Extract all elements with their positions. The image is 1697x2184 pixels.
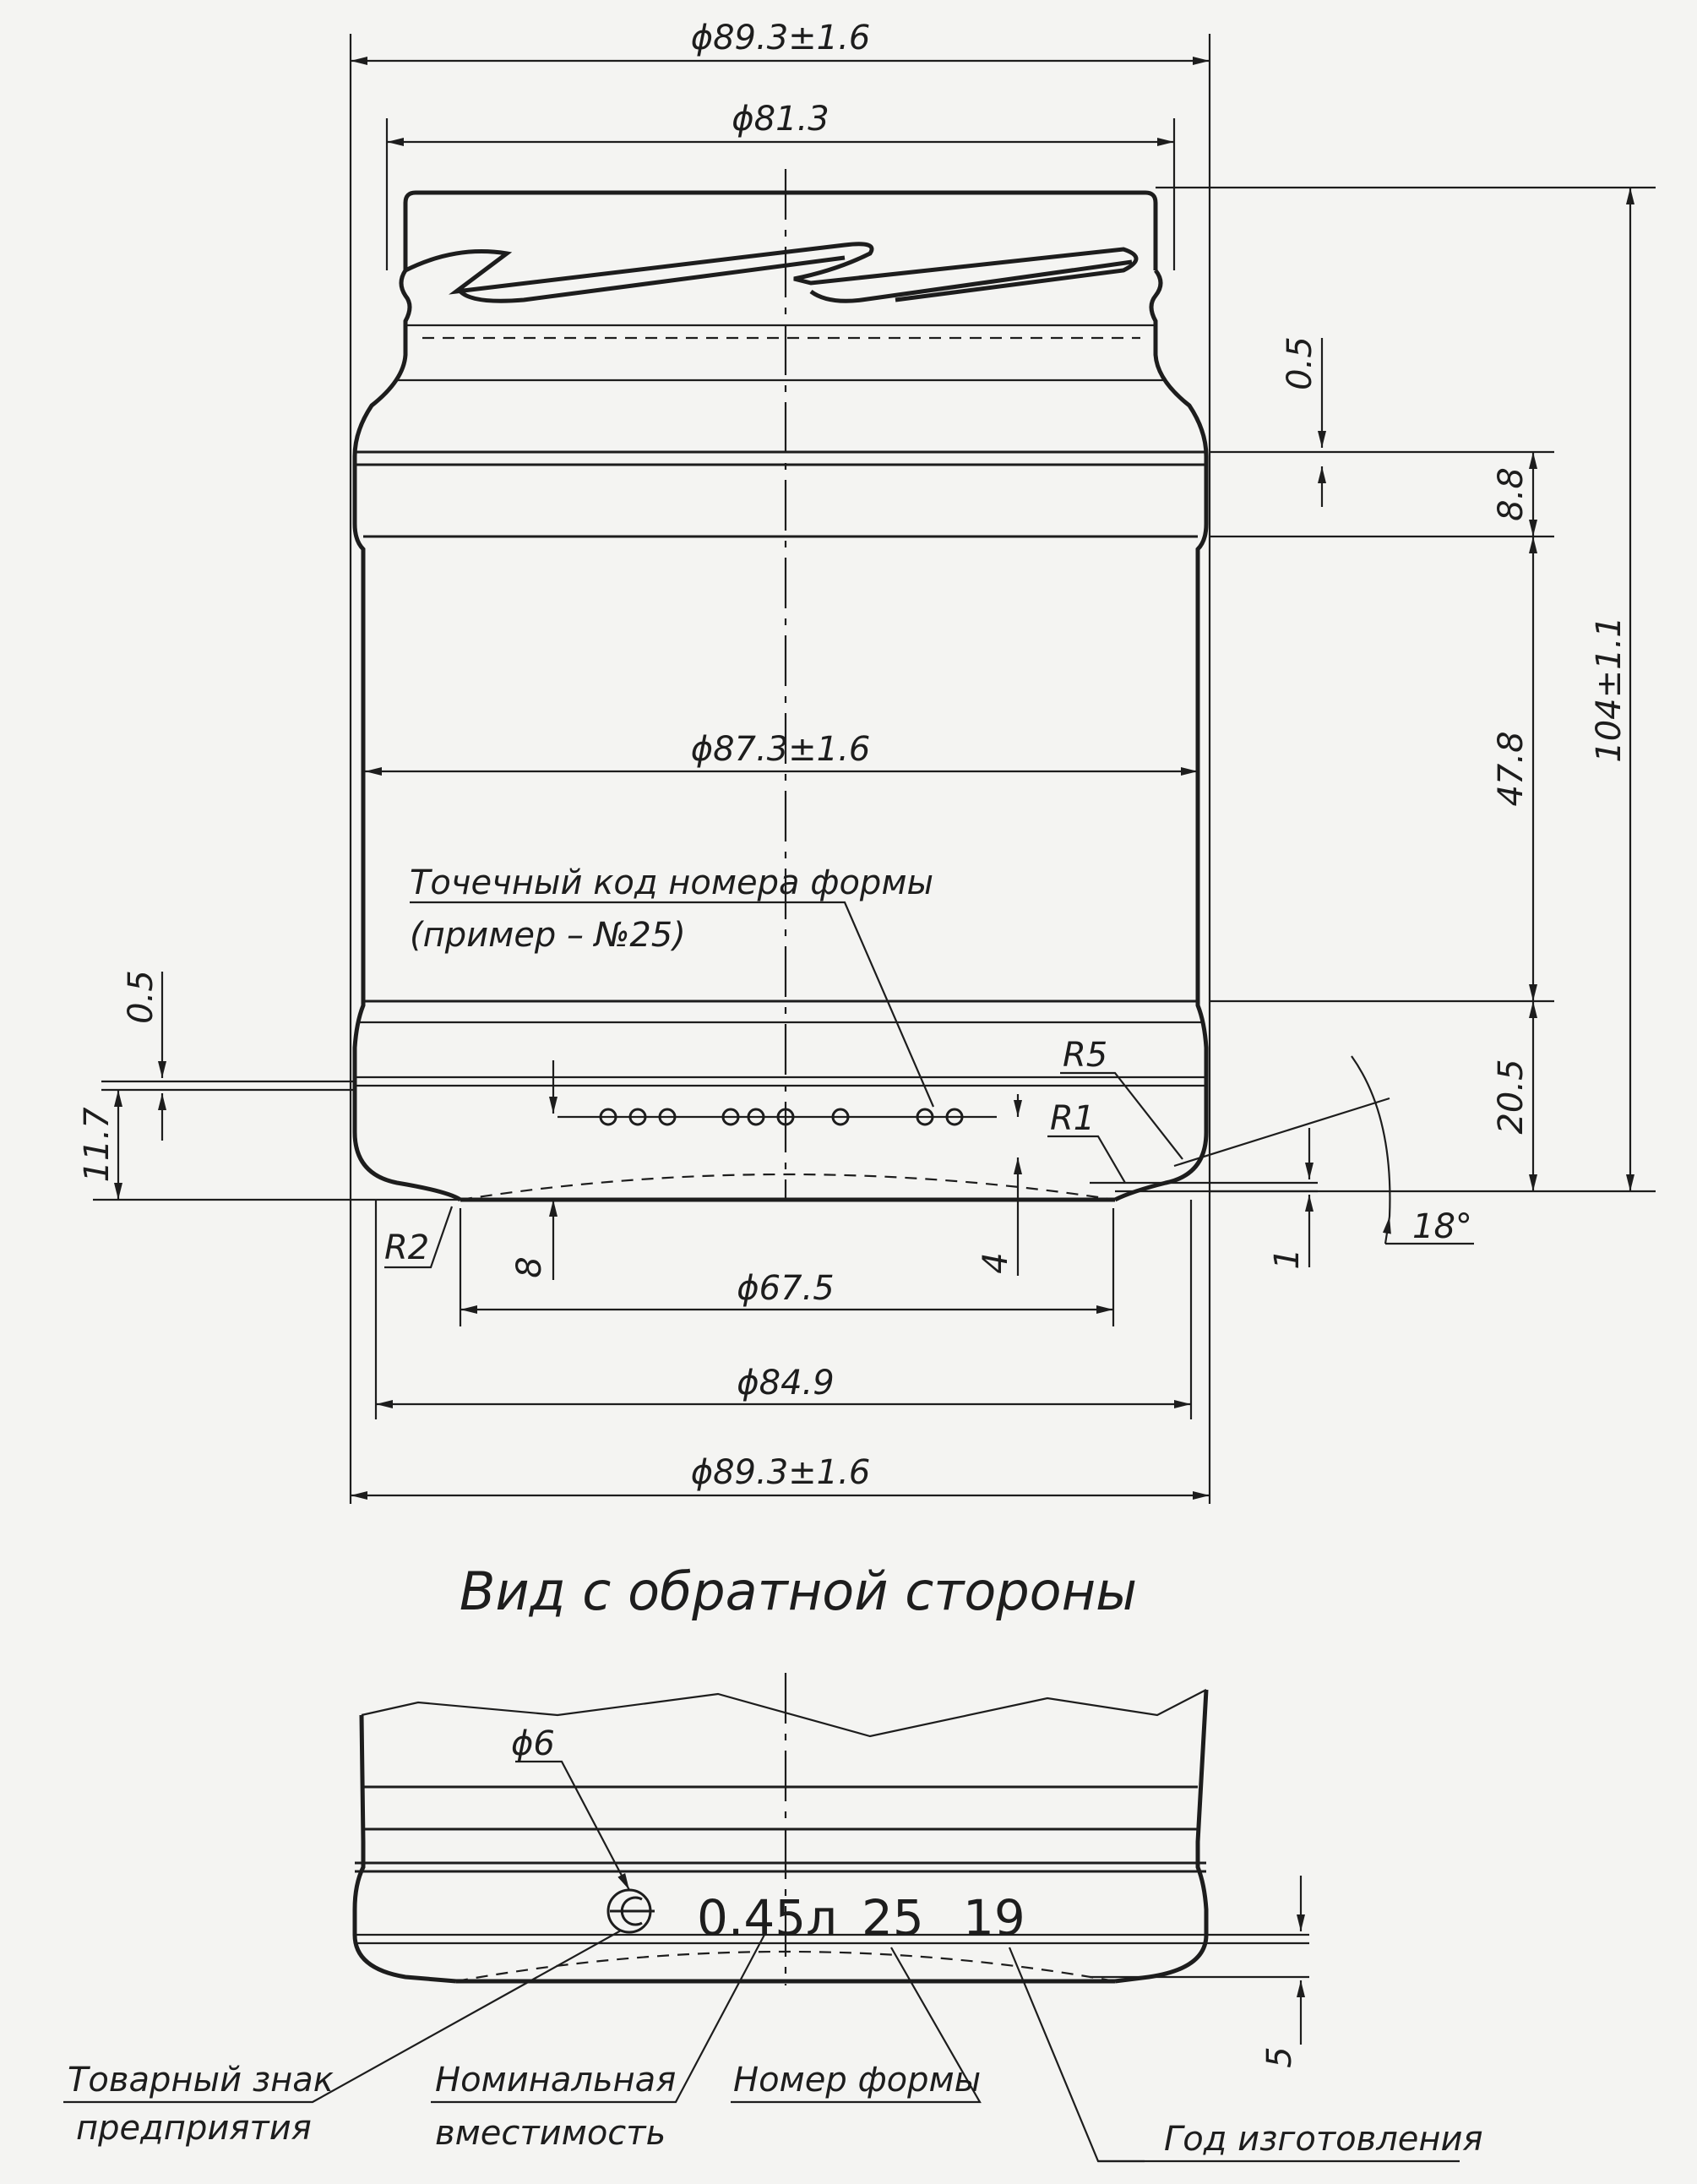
dim-code-height-right: 4 — [976, 1252, 1015, 1273]
radius-r2: R2 — [384, 1228, 429, 1267]
dim-top-outer-diameter: ϕ89.3±1.6 — [691, 19, 871, 57]
dim-neck-thread-diameter: ϕ81.3 — [732, 100, 829, 139]
label-volume-line2: вместимость — [435, 2114, 666, 2153]
marking-volume: 0.45л — [697, 1889, 837, 1947]
dim-bottom-outer-diameter: ϕ89.3±1.6 — [691, 1453, 871, 1492]
marking-leaders — [63, 1930, 1460, 2163]
marking-year: 19 — [963, 1889, 1025, 1947]
dim-mark-symbol-diameter: ϕ6 — [511, 1724, 555, 1763]
dim-height-body: 47.8 — [1492, 731, 1531, 806]
vertical-dimensions — [93, 186, 1656, 1280]
label-trademark-line1: Товарный знак — [68, 2061, 334, 2100]
dim-bottom-depth: 1 — [1268, 1248, 1307, 1269]
reverse-view-title: Вид с обратной стороны — [460, 1560, 1137, 1622]
dot-code-note-line1: Точечный код номера формы — [410, 863, 933, 902]
dim-code-height: 8 — [510, 1256, 549, 1277]
dim-total-height: 104±1.1 — [1590, 616, 1629, 762]
radius-r5: R5 — [1063, 1036, 1107, 1075]
dim-height-shoulder: 8.8 — [1492, 467, 1531, 521]
label-trademark-line2: предприятия — [76, 2109, 312, 2148]
dim-offset-top: 0.5 — [1281, 336, 1319, 390]
dot-code — [558, 1108, 997, 1126]
horizontal-dimensions — [349, 34, 1211, 1504]
dim-offset-bottom: 0.5 — [122, 970, 160, 1024]
dim-base-diameter: ϕ84.9 — [737, 1364, 834, 1402]
mark-diameter-leader — [515, 1760, 630, 1891]
radius-r1: R1 — [1050, 1099, 1095, 1138]
dim-body-diameter: ϕ87.3±1.6 — [691, 730, 871, 769]
dim-mark-height: 5 — [1260, 2046, 1299, 2067]
label-volume-line1: Номинальная — [435, 2061, 676, 2100]
marking-mold: 25 — [862, 1889, 924, 1947]
reverse-view-outline — [352, 1673, 1309, 2045]
label-mold: Номер формы — [733, 2061, 981, 2100]
dim-height-heel: 11.7 — [78, 1107, 117, 1183]
leaders — [384, 901, 1474, 1269]
dim-base-inner-diameter: ϕ67.5 — [737, 1269, 834, 1308]
angle-label: 18° — [1412, 1207, 1472, 1246]
trademark-symbol — [606, 1888, 655, 1934]
dot-code-note-line2: (пример – №25) — [410, 916, 686, 955]
jar-outline — [352, 190, 1209, 1202]
dim-height-bottom: 20.5 — [1492, 1059, 1531, 1134]
label-year: Год изготовления — [1164, 2120, 1483, 2159]
